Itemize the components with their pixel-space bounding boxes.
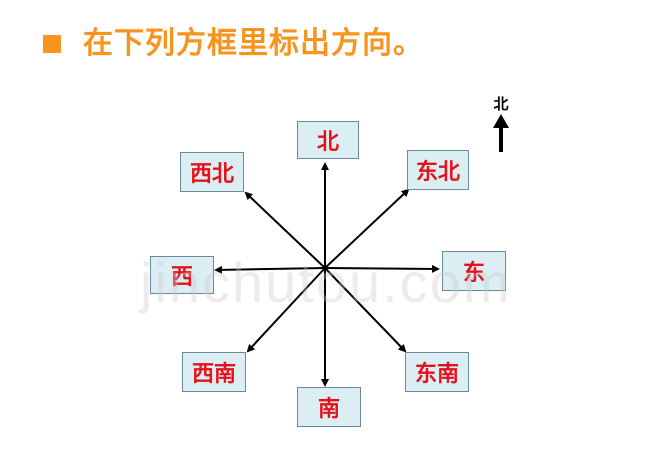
arrow-southwest xyxy=(246,267,326,353)
box-west: 西 xyxy=(150,256,214,294)
box-east: 东 xyxy=(442,251,506,291)
box-southeast: 东南 xyxy=(405,352,469,392)
slide-title: 在下列方框里标出方向。 xyxy=(43,26,424,62)
title-text: 在下列方框里标出方向。 xyxy=(83,26,424,61)
arrow-northwest xyxy=(244,191,326,269)
arrow-east xyxy=(324,264,440,273)
box-northwest: 西北 xyxy=(180,152,244,192)
box-south: 南 xyxy=(297,387,361,427)
arrow-west xyxy=(214,265,326,274)
box-southwest: 西南 xyxy=(182,352,246,392)
arrow-northeast xyxy=(324,188,410,269)
up-arrow-icon xyxy=(493,114,509,152)
square-bullet-icon xyxy=(43,35,61,53)
box-northeast: 东北 xyxy=(407,150,469,190)
arrow-southeast xyxy=(324,267,407,353)
north-indicator-label: 北 xyxy=(493,95,509,113)
north-indicator: 北 xyxy=(488,96,514,158)
box-north: 北 xyxy=(297,121,359,159)
